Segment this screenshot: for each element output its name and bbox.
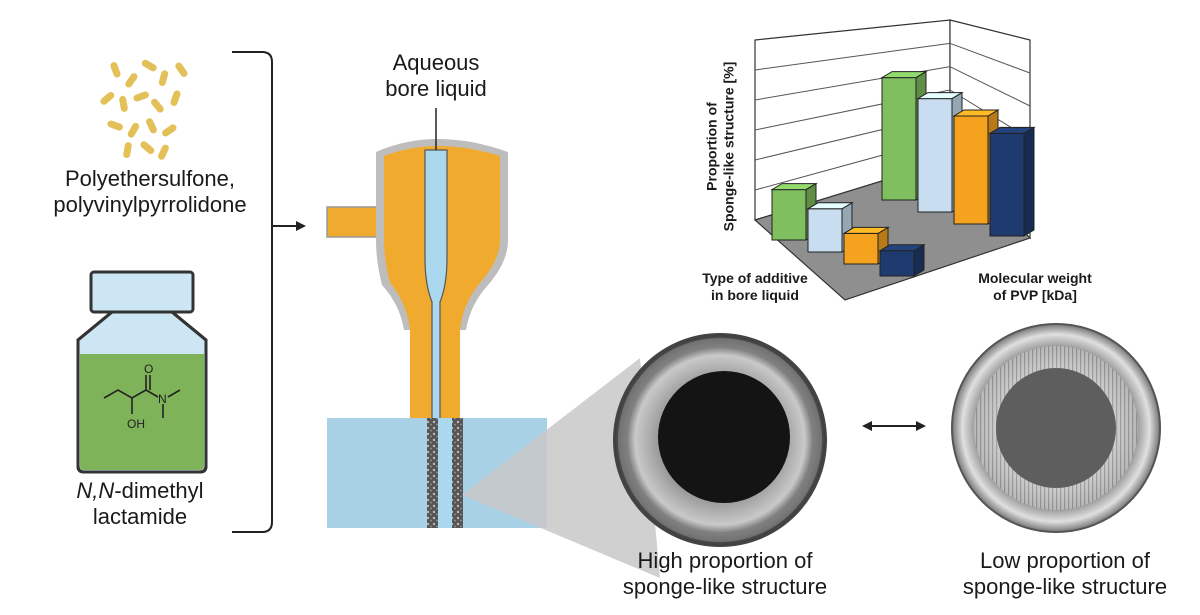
solvent-line-1: N,N-dimethyl (40, 478, 240, 504)
bar-series-3-row-2-top (952, 109, 1000, 117)
bracket (232, 51, 273, 533)
sem-image-low (951, 323, 1161, 533)
feed-arrowhead (296, 221, 306, 231)
high-proportion-label: High proportion of sponge-like structure (600, 548, 850, 600)
oxygen-label: O (144, 362, 153, 376)
bar-series-4-row-2-side (1023, 126, 1035, 237)
bar-series-3-row-1-top (842, 226, 890, 234)
solvent-bottle-icon: OH O N (76, 270, 208, 474)
z-label-line-1: Molecular weight (978, 270, 1092, 286)
low-line-1: Low proportion of (980, 548, 1150, 573)
chart-y-axis-label: Proportion of Sponge-like structure [%] (703, 57, 736, 237)
polymers-label: Polyethersulfone, polyvinylpyrrolidone (40, 166, 260, 218)
bar-series-1-row-2-front (881, 77, 917, 201)
low-line-2: sponge-like structure (962, 573, 1168, 599)
solvent-label: N,N-dimethyl lactamide (40, 478, 240, 530)
solvent-italic: N,N (76, 478, 115, 503)
y-label-line-2: Sponge-like structure [%] (720, 61, 736, 232)
bar-series-4-row-1 (878, 243, 926, 277)
x-label-line-2: in bore liquid (711, 286, 799, 303)
chart-x-axis-label: Type of additive in bore liquid (680, 270, 830, 303)
bar-series-3-row-2-front (953, 115, 989, 225)
polymer-granules-icon (100, 59, 188, 160)
z-label-line-2: of PVP [kDa] (993, 286, 1077, 303)
bar-chart-3d (753, 19, 1036, 301)
bore-liquid-label: Aqueous bore liquid (366, 50, 506, 102)
hydroxyl-label: OH (127, 417, 145, 431)
sem-image-high (613, 333, 827, 547)
nitrogen-label: N (158, 392, 167, 406)
x-label-line-1: Type of additive (702, 270, 808, 286)
low-proportion-label: Low proportion of sponge-like structure (940, 548, 1190, 600)
high-line-1: High proportion of (637, 548, 813, 573)
bar-series-3-row-1-front (843, 232, 879, 265)
high-line-2: sponge-like structure (622, 573, 828, 599)
spinneret (326, 108, 508, 421)
zoom-callout (462, 358, 660, 578)
bar-series-1-row-1-front (771, 189, 807, 241)
solvent-rest: -dimethyl (114, 478, 204, 503)
bar-series-2-row-2-top (916, 92, 964, 100)
chart-z-axis-label: Molecular weight of PVP [kDa] (960, 270, 1110, 303)
molecule-structure (103, 375, 181, 418)
bore-line-1: Aqueous (392, 50, 480, 75)
y-label-line-1: Proportion of (703, 102, 720, 191)
solvent-line-2: lactamide (92, 503, 188, 529)
bar-series-4-row-2-front (989, 132, 1025, 237)
bar-series-1-row-1-top (770, 183, 818, 191)
bore-line-2: bore liquid (385, 75, 487, 101)
polymers-line-1: Polyethersulfone, (65, 166, 235, 191)
bar-series-1-row-2-top (880, 71, 928, 79)
gridline (949, 42, 1031, 74)
bar-series-2-row-1-top (806, 202, 854, 210)
bar-series-2-row-1-front (807, 208, 843, 253)
bar-series-4-row-2 (988, 126, 1036, 237)
gridline (754, 42, 951, 71)
bar-series-2-row-2-front (917, 98, 953, 213)
polymers-line-2: polyvinylpyrrolidone (53, 191, 247, 217)
chart-bars (770, 70, 1036, 277)
gridline (949, 66, 1031, 107)
bar-series-4-row-1-top (878, 244, 926, 252)
bar-series-4-row-1-front (879, 250, 915, 277)
bar-series-4-row-2-top (988, 126, 1036, 134)
